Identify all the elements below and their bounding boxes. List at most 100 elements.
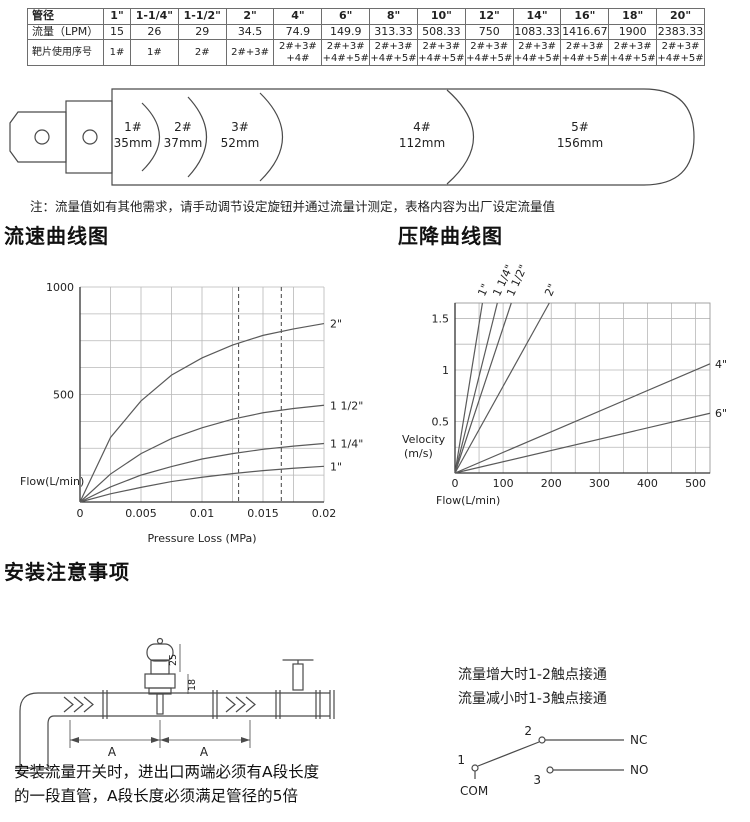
dim-18: 18 [187,679,198,691]
elbow-inner [47,715,55,768]
mount-hole-1 [34,129,50,145]
paddle-arc-1 [141,102,161,172]
flow-arrow [245,696,256,713]
value-cell: 29 [177,23,227,41]
contact-1-node [471,764,479,772]
y-tick-label: 1.5 [432,312,450,325]
mount-hole-2 [82,129,98,145]
paddle-size-label: 37mm [164,136,203,150]
value-cell: 1" [103,8,131,25]
dim-a-right: A [200,745,209,759]
x-tick-label: 0 [452,477,459,490]
install-note-line2: 的一段直管，A段长度必须满足管径的5倍 [14,787,298,805]
com-label: COM [460,784,488,798]
arrowhead [241,737,250,743]
arrowhead [160,737,169,743]
velocity-line [454,302,512,474]
x-tick-label: 0 [77,507,84,520]
value-cell: 8" [369,8,418,25]
y-tick-label: 1000 [46,281,74,294]
note-text: 注：流量值如有其他需求，请手动调节设定旋钮并通过流量计测定，表格内容为出厂设定流… [30,199,556,214]
contact-3-label: 3 [533,773,541,787]
flow-curve [79,404,325,503]
value-cell: 2# [177,39,227,67]
arrowhead [151,737,160,743]
value-cell: 1# [103,39,131,67]
x-tick-label: 0.01 [190,507,215,520]
flow-curve [79,442,325,503]
valve-stem [292,663,304,691]
flow-arrow [63,696,74,713]
curve-label: 1" [330,460,342,473]
value-cell: 2#+3# +4#+5# [608,39,658,67]
curve-label: 1 1/4" [330,438,363,451]
paddle-size-label: 156mm [557,136,603,150]
velocity-line [454,363,711,474]
paddle-size-label: 112mm [399,136,445,150]
x-tick-label: 0.005 [125,507,157,520]
paddle-id-label: 2# [174,120,192,134]
value-cell: 26 [130,23,179,41]
value-cell: 2383.33 [656,23,705,41]
dim-25: 25 [168,654,179,666]
chart2-ylabel-2: (m/s) [404,447,433,460]
value-cell: 2#+3# +4#+5# [321,39,371,67]
line-label: 1" [475,282,492,298]
contact-2-node [538,736,546,744]
no-label: NO [630,763,648,777]
value-cell: 14" [512,8,562,25]
curve-label: 1 1/2" [330,399,363,412]
contact-3-node [546,766,554,774]
paddle-arc-4 [446,89,475,185]
y-tick-label: 500 [53,389,74,402]
line-label: 6" [715,407,727,420]
paddle-target [156,693,164,715]
contact-2-label: 2 [524,724,532,738]
chart2-ylabel-1: Velocity [402,433,446,446]
chart2-xlabel: Flow(L/min) [436,494,500,507]
value-cell: 2#+3# [225,39,275,67]
paddle-size-label: 35mm [114,136,153,150]
value-cell: 4" [273,8,323,25]
paddle-outline-5 [111,88,695,186]
paddle-id-label: 3# [231,120,249,134]
value-cell: 2#+3# +4#+5# [416,39,466,67]
value-cell: 16" [560,8,610,25]
install-note-line1: 安装流量开关时，进出口两端必须有A段长度 [14,763,320,781]
value-cell: 1-1/4" [130,8,179,25]
value-cell: 74.9 [273,23,323,41]
value-cell: 1900 [608,23,658,41]
paddle-id-label: 5# [571,120,589,134]
elbow-outer [19,692,39,768]
velocity-line [454,302,550,474]
x-tick-label: 300 [589,477,610,490]
arrowhead [70,737,79,743]
flow-arrow [225,696,236,713]
switch-body [150,659,170,675]
chart1-ylabel: Flow(L/min) [20,475,84,488]
flow-curve-title: 流速曲线图 [4,224,109,248]
y-tick-label: 0.5 [432,415,450,428]
value-cell: 508.33 [416,23,466,41]
install-title: 安装注意事项 [4,560,130,584]
value-cell: 149.9 [321,23,371,41]
row-header-cell: 流量（LPM） [27,23,104,41]
paddle-id-label: 1# [124,120,142,134]
x-tick-label: 400 [637,477,658,490]
x-tick-label: 0.015 [247,507,279,520]
contact-note-increase: 流量增大时1-2触点接通 [458,667,607,683]
mount-tab [9,111,67,163]
y-tick-label: 1 [442,364,449,377]
velocity-line [454,412,711,474]
x-tick-label: 100 [493,477,514,490]
nc-label: NC [630,733,647,747]
velocity-line [454,302,484,474]
